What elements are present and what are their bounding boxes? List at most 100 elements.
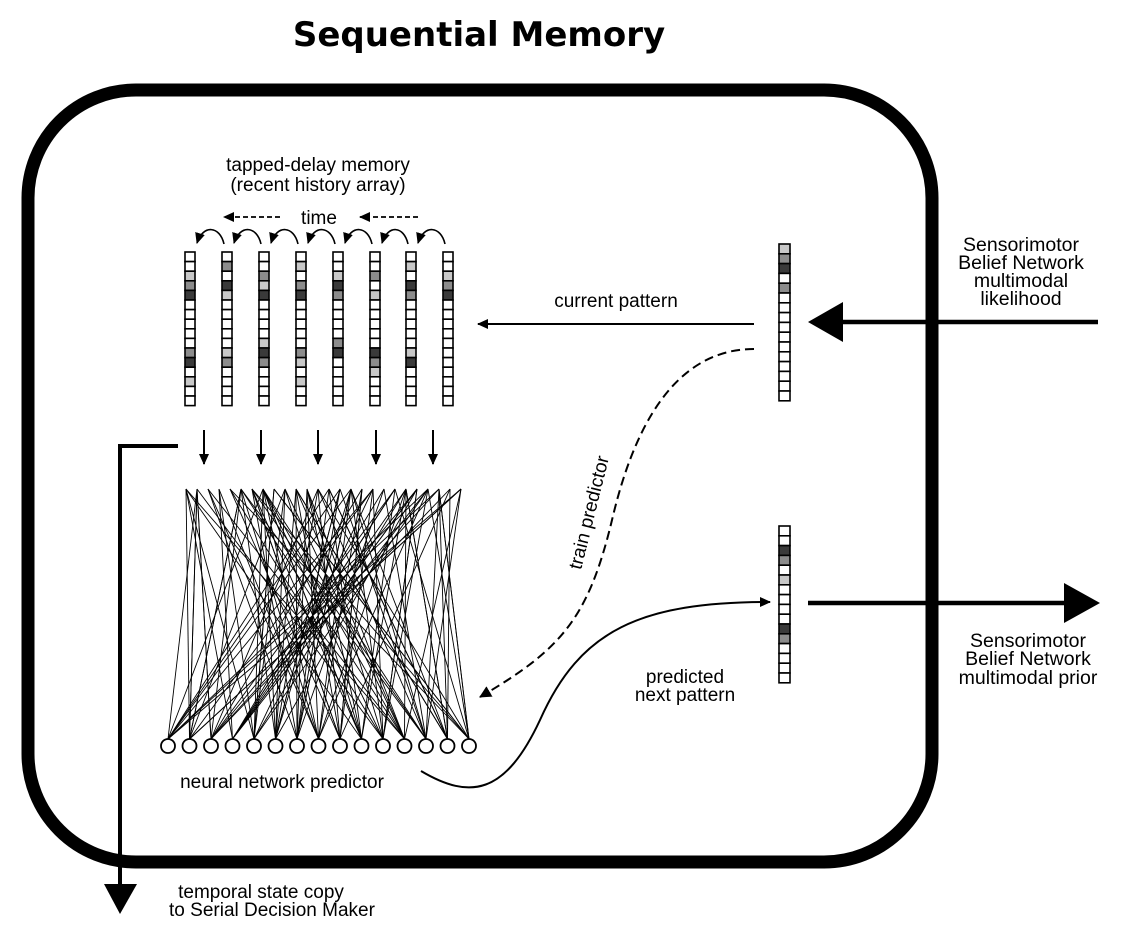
history-cell (369, 318, 381, 330)
shift-arrows (195, 228, 446, 245)
history-cell (332, 385, 344, 397)
history-cell (369, 279, 381, 292)
shift-arrow (306, 228, 336, 245)
current-pattern-cell (778, 301, 791, 314)
history-cell (405, 395, 417, 407)
network-connection (273, 488, 470, 740)
history-cell (442, 395, 454, 407)
history-cell (405, 279, 417, 292)
history-column (221, 251, 233, 407)
network-connection (189, 488, 198, 740)
history-cell (221, 251, 233, 263)
history-cell (442, 337, 454, 349)
history-cell (405, 366, 417, 378)
network-connection (185, 488, 362, 740)
predicted-pattern-cell (778, 623, 791, 635)
history-cell (405, 289, 417, 301)
time-label: time (301, 208, 337, 229)
network-node (310, 738, 327, 754)
network-connection (229, 488, 341, 740)
network-connection (262, 488, 427, 740)
network-connection (167, 488, 198, 740)
current-pattern-label: current pattern (554, 291, 678, 312)
history-cell (184, 308, 196, 321)
history-cell (258, 375, 270, 388)
history-cell (332, 395, 344, 407)
network-connection (339, 488, 427, 740)
history-cell (258, 308, 270, 321)
predicted-pattern-cell (778, 593, 791, 606)
history-cell (184, 395, 196, 407)
network-connection (229, 488, 470, 740)
history-cell (442, 366, 454, 378)
history-cell (369, 251, 381, 263)
temporal-state-arrow (104, 444, 178, 914)
history-cell (258, 356, 270, 369)
history-cell (221, 270, 233, 282)
network-connection (185, 488, 190, 740)
history-column (442, 251, 454, 407)
history-cell (221, 395, 233, 407)
network-connection (295, 488, 405, 740)
shift-arrow (269, 228, 299, 245)
current-pattern-cell (778, 253, 791, 265)
history-cell (295, 337, 307, 349)
tapped-delay-label: tapped-delay memory (226, 155, 410, 176)
history-cell (369, 375, 381, 388)
shift-arrow (380, 228, 409, 245)
prior-output-arrow (808, 583, 1100, 623)
network-connection (251, 488, 298, 740)
network-connection (189, 488, 242, 740)
network-node (267, 738, 284, 754)
history-cell (221, 327, 233, 340)
history-column (332, 251, 344, 407)
network-connection (185, 488, 255, 740)
history-cell (295, 251, 307, 263)
current-pattern-cell (778, 321, 791, 333)
history-cell (442, 356, 454, 369)
network-connection (210, 488, 363, 740)
history-cell (258, 260, 270, 273)
history-cell (405, 260, 417, 273)
current-pattern-cell (778, 331, 791, 343)
history-cell (221, 289, 233, 301)
history-cell (332, 318, 344, 330)
history-cell (369, 347, 381, 359)
current-pattern-cell (778, 272, 791, 284)
network-connection (251, 488, 470, 740)
history-cell (258, 279, 270, 292)
predicted-pattern-cell (778, 603, 791, 616)
history-cell (221, 366, 233, 378)
history-cell (295, 260, 307, 273)
network-connection (438, 488, 470, 740)
network-connection (275, 488, 341, 740)
network-node (181, 738, 198, 754)
network-connection (210, 488, 396, 740)
history-cell (442, 289, 454, 301)
predicted-pattern-cell (778, 554, 791, 567)
history-cell (442, 260, 454, 273)
network-connection (317, 488, 470, 740)
network-connection (383, 488, 427, 740)
history-cell (332, 251, 344, 263)
current-pattern-cell (778, 282, 791, 294)
history-cell (295, 327, 307, 340)
history-cell (221, 308, 233, 321)
network-connection (218, 488, 233, 740)
network-connection (218, 488, 319, 740)
history-cell (258, 318, 270, 330)
history-cell (184, 366, 196, 378)
network-connection (405, 488, 448, 740)
input-label-line4: likelihood (980, 288, 1061, 310)
network-connection (262, 488, 362, 740)
history-cell (369, 260, 381, 273)
current-pattern-cell (778, 311, 791, 324)
history-cell (332, 366, 344, 378)
history-cell (405, 327, 417, 340)
temporal-label-line1: temporal state copy (178, 882, 344, 903)
history-cell (369, 270, 381, 282)
input-label-line3: multimodal (974, 270, 1068, 292)
shift-arrow (416, 228, 446, 245)
network-node (289, 738, 305, 754)
